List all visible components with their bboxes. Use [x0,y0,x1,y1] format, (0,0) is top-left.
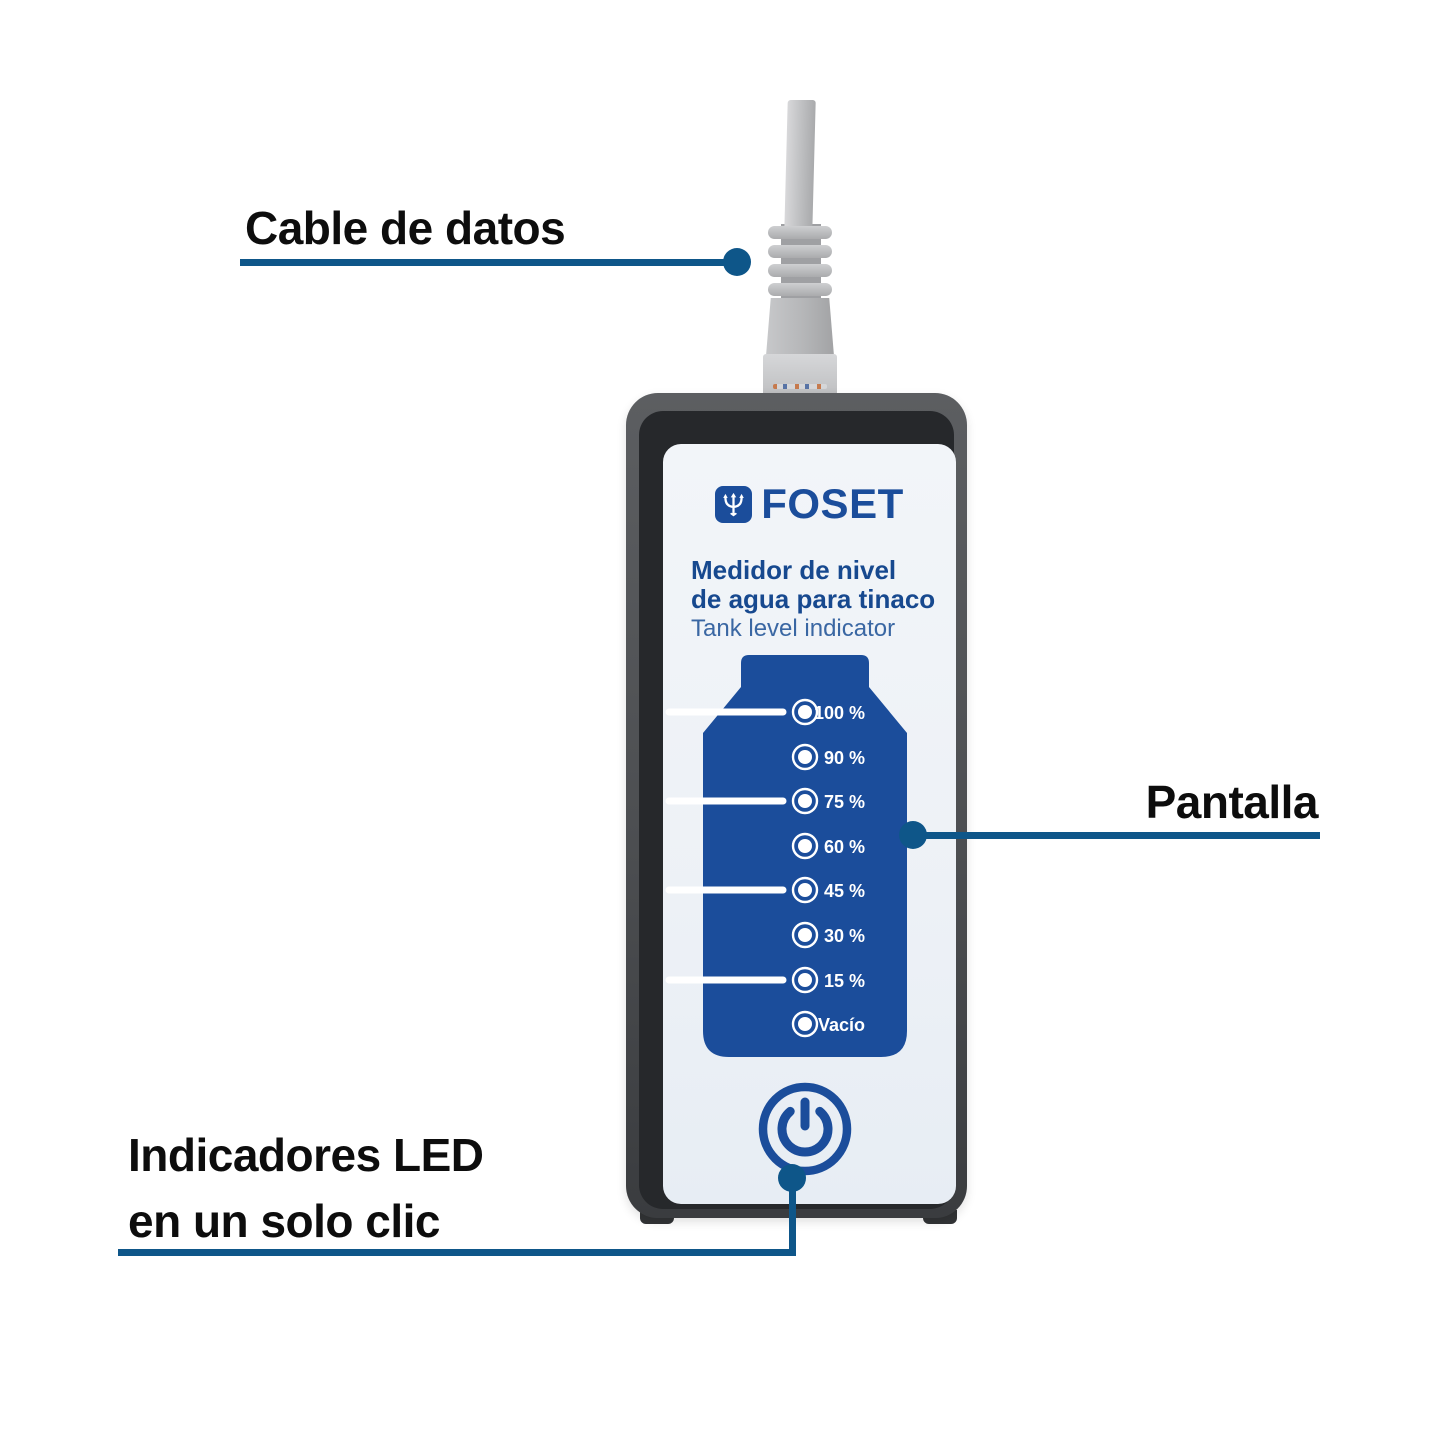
led-ring [791,1010,819,1038]
cable-flat-wire [784,100,816,232]
callout-led-line-vertical [789,1170,796,1256]
led-indicator [798,839,812,853]
callout-screen-label: Pantalla [1145,776,1319,828]
led-label: 30 % [824,926,865,946]
power-button-ring [758,1082,852,1176]
tank-level-graphic: 100 % 90 % 75 % 60 % 45 % 30 % 15 % Vací… [665,655,907,1057]
cable-strain-relief-rib [768,245,832,258]
title-line-2: de agua para tinaco [691,584,936,614]
tank-silhouette [703,655,907,1057]
callout-cable-label: Cable de datos [245,202,566,254]
led-label: 90 % [824,748,865,768]
title-line-1: Medidor de nivel [691,555,897,585]
led-label: 15 % [824,971,865,991]
led-lamps [798,705,812,1031]
power-icon [777,1097,833,1157]
led-indicator [798,705,812,719]
callout-cable-dot [723,248,751,276]
led-ring [791,921,819,949]
led-indicator [798,794,812,808]
led-ring [791,787,819,815]
led-indicator [798,973,812,987]
rj45-wires [773,384,827,389]
led-indicator [798,750,812,764]
led-label: 100 % [814,703,865,723]
device-bezel: FOSET Medidor de nivel de agua para tina… [639,411,956,1209]
power-button[interactable] [757,1081,853,1177]
callout-screen-dot [899,821,927,849]
callout-screen-line [913,832,1320,839]
led-label: 60 % [824,837,865,857]
cable-strain-relief-rib [768,283,832,296]
callout-led-label-line2: en un solo clic [128,1195,441,1247]
callout-led-line-horizontal [118,1249,796,1256]
title-english: Tank level indicator [691,615,896,642]
led-indicator [798,928,812,942]
brand-logo: FOSET [663,480,956,527]
product-title: Medidor de nivel de agua para tinaco Tan… [691,556,935,644]
led-indicator [798,883,812,897]
led-ring [791,698,819,726]
callout-led-dot [778,1164,806,1192]
device-body: FOSET Medidor de nivel de agua para tina… [626,393,967,1218]
led-label: Vacío [818,1015,865,1035]
tank-tick-lines [665,708,787,984]
cable-strain-relief-rib [768,226,832,239]
callout-led-label: Indicadores LED en un solo clic [128,1122,484,1254]
led-ring [791,876,819,904]
led-label: 75 % [824,792,865,812]
cable-boot [766,298,834,356]
led-label: 45 % [824,881,865,901]
brand-name: FOSET [761,480,904,527]
callout-cable-line [240,259,742,266]
led-indicator [798,1017,812,1031]
led-ring [791,743,819,771]
led-labels: 100 % 90 % 75 % 60 % 45 % 30 % 15 % Vací… [814,703,865,1035]
led-rings [791,698,819,1038]
led-ring [791,966,819,994]
led-ring [791,832,819,860]
cable-strain-relief-rib [768,264,832,277]
callout-led-label-line1: Indicadores LED [128,1129,484,1181]
trident-icon [715,485,753,523]
